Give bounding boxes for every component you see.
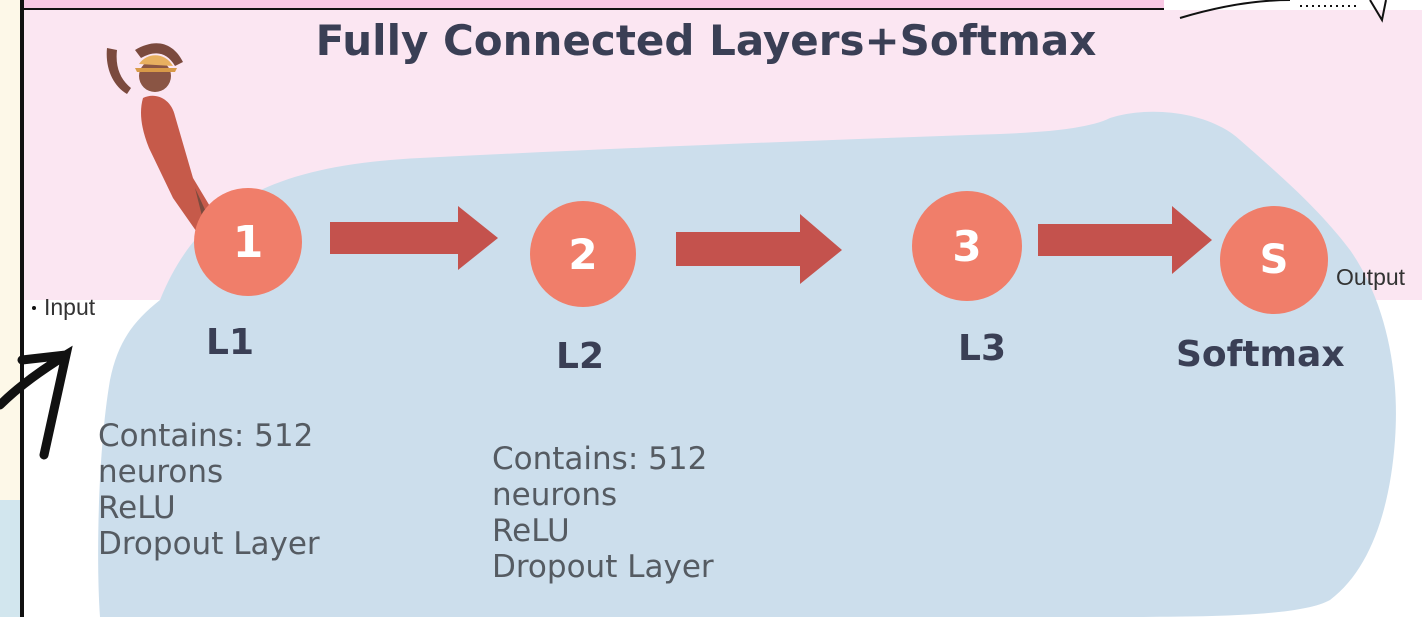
corner-decoration	[1179, 0, 1387, 23]
node-l2-symbol: 2	[568, 229, 598, 279]
left-margin-strip	[0, 0, 22, 617]
header-band	[24, 0, 1164, 10]
label-softmax: Softmax	[1176, 334, 1345, 375]
diagram-title: Fully Connected Layers+Softmax	[0, 16, 1422, 65]
description-l2-line: ReLU	[492, 513, 570, 549]
frame-border-left	[20, 0, 24, 617]
input-arrow	[0, 345, 73, 460]
dancer-hat-brim	[135, 68, 177, 72]
arrow-l1-l2	[330, 206, 498, 270]
description-l2: Contains: 512 neurons ReLU Dropout Layer	[492, 441, 714, 585]
description-l1-line: Contains: 512	[98, 418, 314, 454]
description-l2-line: Contains: 512	[492, 441, 708, 477]
description-l1-line: ReLU	[98, 490, 176, 526]
dancer-arm	[135, 43, 183, 66]
label-l3: L3	[958, 328, 1006, 369]
label-l1: L1	[206, 322, 254, 363]
dancer-hat	[139, 55, 173, 66]
output-label: Output	[1336, 264, 1406, 290]
dancer-arm	[106, 48, 131, 94]
node-l3-symbol: 3	[952, 221, 982, 271]
description-l1: Contains: 512 neurons ReLU Dropout Layer	[98, 418, 320, 562]
corner-swoosh-line	[1179, 0, 1291, 19]
node-l1-symbol: 1	[232, 216, 264, 268]
description-l2-line: Dropout Layer	[492, 549, 714, 585]
label-l2: L2	[556, 336, 604, 377]
node-softmax: S	[1220, 206, 1328, 314]
arrow-l3-softmax	[1038, 206, 1212, 274]
description-l2-line: neurons	[492, 477, 618, 513]
node-l2: 2	[530, 201, 636, 307]
input-label: Input	[44, 294, 96, 320]
node-l3: 3	[912, 191, 1022, 301]
left-margin-accent	[0, 500, 20, 617]
corner-bracket	[1369, 0, 1387, 23]
node-softmax-symbol: S	[1259, 237, 1289, 283]
description-l1-line: Dropout Layer	[98, 526, 320, 562]
arrow-l2-l3	[676, 214, 842, 284]
node-l1: 1	[194, 188, 302, 296]
input-dot	[32, 306, 36, 310]
description-l1-line: neurons	[98, 454, 224, 490]
diagram-title-text: Fully Connected Layers+Softmax	[315, 16, 1097, 65]
